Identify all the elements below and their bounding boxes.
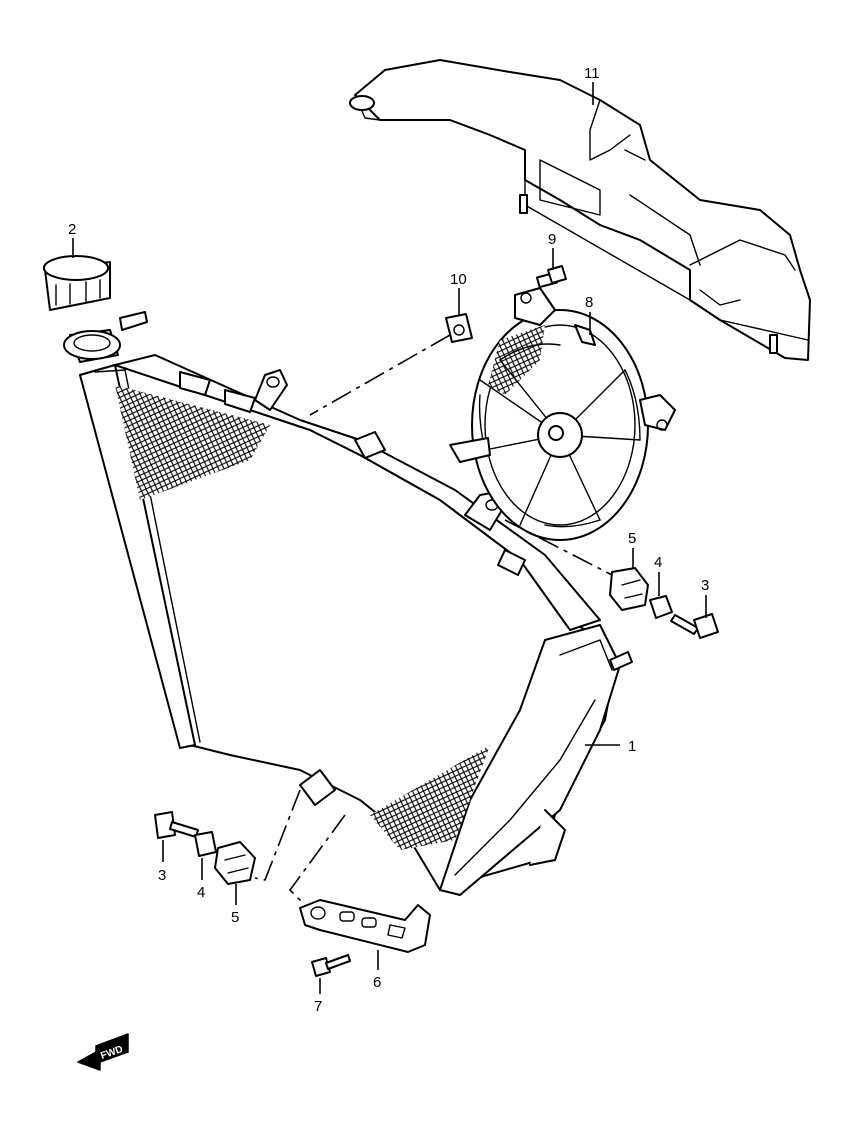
callout-3-left: 3: [158, 867, 166, 884]
callout-11: 11: [584, 65, 600, 82]
bolt-3-left: [154, 811, 199, 839]
clip-nut-10: [445, 313, 473, 343]
collar-4-left: [194, 831, 217, 857]
cooling-fan-assembly: [449, 287, 676, 541]
callout-9: 9: [548, 231, 556, 248]
callout-5-right: 5: [628, 530, 636, 547]
grommet-5-left: [214, 841, 256, 885]
lower-bracket-6: [299, 899, 431, 953]
air-duct-shroud: [349, 59, 811, 361]
bolt-7: [311, 954, 351, 977]
callout-7: 7: [314, 998, 322, 1015]
callout-3-right: 3: [701, 577, 709, 594]
callout-5-left: 5: [231, 909, 239, 926]
callout-6: 6: [373, 974, 381, 991]
callout-2: 2: [68, 221, 76, 238]
forward-arrow-icon: [77, 1033, 129, 1071]
callout-4-left: 4: [197, 884, 205, 901]
bolt-9: [536, 265, 567, 289]
callout-4-right: 4: [654, 554, 662, 571]
radiator: [63, 311, 633, 896]
bolt-3-right: [670, 613, 719, 639]
radiator-cap: [43, 255, 111, 311]
assembly-line-fan-top: [309, 334, 451, 416]
callout-8: 8: [585, 294, 593, 311]
callout-10: 10: [450, 271, 467, 288]
callout-1: 1: [628, 738, 636, 755]
assembly-line-lower-right: [288, 814, 346, 906]
assembly-line-lower-left: [254, 789, 301, 881]
assembly-line-fan-bottom: [504, 519, 613, 576]
forward-direction-badge: FWD: [77, 1033, 129, 1071]
collar-4-right: [649, 595, 673, 619]
grommet-5-right: [609, 567, 649, 611]
